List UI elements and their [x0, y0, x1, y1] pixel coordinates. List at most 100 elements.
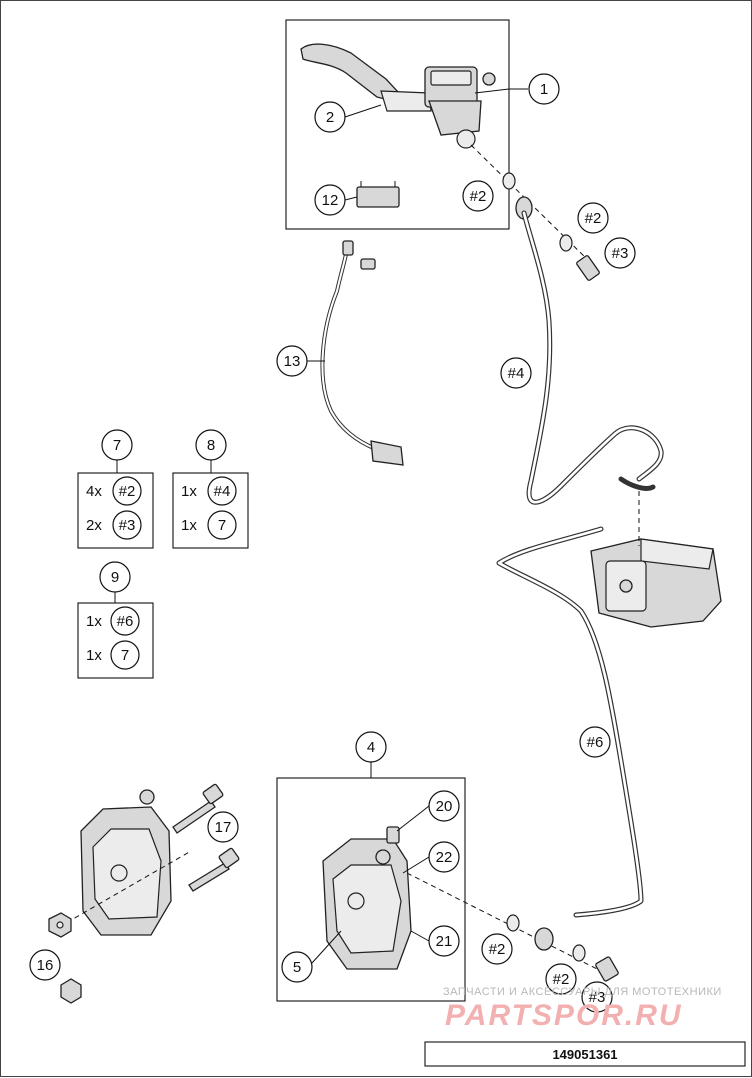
- callout-hash-2-c: #2: [481, 933, 513, 965]
- callout-2: 2: [314, 101, 346, 133]
- svg-text:4: 4: [367, 739, 375, 756]
- brake-caliper-part: [322, 826, 412, 970]
- kit-8-row-2-ref-bubble: [207, 510, 237, 540]
- kit-7-row-2-ref-bubble: [112, 510, 142, 540]
- callout-hash-6: #6: [579, 726, 611, 758]
- svg-text:#3: #3: [589, 989, 606, 1006]
- kit-7-row-1-ref: #2: [119, 483, 136, 500]
- svg-text:#6: #6: [587, 734, 604, 751]
- kit-9-row-1-qty: 1x: [86, 613, 102, 630]
- catalog-number: 149051361: [552, 1047, 617, 1062]
- watermark-tagline: ЗАПЧАСТИ И АКСЕССУАРЫ ДЛЯ МОТОТЕХНИКИ: [443, 986, 722, 998]
- kit-8-row-1-ref: #4: [214, 483, 231, 500]
- callout-22: 22: [428, 841, 460, 873]
- callout-hash-3-b: #3: [581, 981, 613, 1013]
- bolt-17-b: [188, 847, 240, 892]
- callout-4: 4: [355, 731, 387, 763]
- callout-13: 13: [276, 345, 308, 377]
- callout-hash-3-a: #3: [604, 237, 636, 269]
- svg-text:#3: #3: [612, 245, 629, 262]
- svg-text:#2: #2: [470, 188, 487, 205]
- leader-5: [311, 930, 342, 964]
- kit-9-row-2-qty: 1x: [86, 647, 102, 664]
- svg-text:#2: #2: [489, 941, 506, 958]
- washer-bottom-2: [572, 944, 586, 962]
- kit-8-row-2-ref: 7: [218, 517, 226, 534]
- loose-caliper-axis: [58, 850, 192, 928]
- abs-unit-part: [590, 491, 722, 628]
- caliper-banjo-axis: [398, 868, 612, 977]
- kit-8-row-2-qty: 1x: [181, 517, 197, 534]
- leader-1: [474, 88, 528, 94]
- callout-8: 8: [195, 429, 227, 461]
- loose-caliper-part: [80, 789, 172, 936]
- master-cylinder-part: [424, 66, 496, 149]
- master-cylinder-group-box: [285, 19, 510, 230]
- kit-8-row-1-qty: 1x: [181, 483, 197, 500]
- svg-text:16: 16: [37, 957, 54, 974]
- hose-4-part: [521, 210, 664, 505]
- callout-20: 20: [428, 790, 460, 822]
- kit-7-box: [77, 472, 154, 549]
- callout-9: 9: [99, 561, 131, 593]
- kit-8-box: [172, 472, 249, 549]
- kit-7-row-2-qty: 2x: [86, 517, 102, 534]
- leader-2: [344, 104, 382, 118]
- svg-text:7: 7: [113, 437, 121, 454]
- kit-9-row-1-ref: #6: [117, 613, 134, 630]
- kit-9-row-1-ref-bubble: [110, 606, 140, 636]
- callout-1: 1: [528, 73, 560, 105]
- callout-7: 7: [101, 429, 133, 461]
- svg-text:5: 5: [293, 959, 301, 976]
- callout-16: 16: [29, 949, 61, 981]
- svg-text:17: 17: [215, 819, 232, 836]
- banjo-bolt-bottom: [595, 956, 619, 982]
- callout-17: 17: [207, 811, 239, 843]
- callout-5: 5: [281, 951, 313, 983]
- catalog-number-box: [424, 1041, 746, 1067]
- washer-top-2: [559, 234, 573, 252]
- leader-20: [396, 805, 430, 832]
- nut-16-b: [60, 978, 82, 1004]
- washer-bottom-1: [506, 914, 520, 932]
- callout-hash-2-a: #2: [462, 180, 494, 212]
- kit-9-row-2-ref-bubble: [110, 640, 140, 670]
- kit-7-row-2-ref: #3: [119, 517, 136, 534]
- kit-7-row-1-ref-bubble: [112, 476, 142, 506]
- svg-text:9: 9: [111, 569, 119, 586]
- banjo-bottom: [534, 927, 554, 951]
- svg-text:2: 2: [326, 109, 334, 126]
- hose-6-part: [496, 526, 644, 918]
- leader-21: [410, 930, 430, 942]
- svg-text:1: 1: [540, 81, 548, 98]
- kit-8-row-1-ref-bubble: [207, 476, 237, 506]
- banjo-bolt-top: [576, 255, 600, 281]
- leader-12: [344, 196, 358, 201]
- wheel-speed-sensor-wire-part: [320, 240, 404, 466]
- callout-hash-2-b: #2: [577, 202, 609, 234]
- kit-9-row-2-ref: 7: [121, 647, 129, 664]
- callout-hash-2-d: #2: [545, 963, 577, 995]
- brake-lever-part: [300, 43, 432, 112]
- sensor-12-part: [356, 181, 400, 208]
- svg-text:#4: #4: [508, 365, 525, 382]
- washer-top-1: [502, 172, 516, 190]
- watermark-logo: PARTSPOR.RU: [445, 999, 683, 1032]
- svg-text:20: 20: [436, 798, 453, 815]
- kit-7-row-1-qty: 4x: [86, 483, 102, 500]
- svg-text:13: 13: [284, 353, 301, 370]
- callout-hash-4: #4: [500, 357, 532, 389]
- svg-text:#2: #2: [585, 210, 602, 227]
- leader-22: [402, 856, 430, 874]
- bolt-17-a: [172, 783, 224, 834]
- nut-16-a: [48, 912, 72, 938]
- kit-9-box: [77, 602, 154, 679]
- svg-text:21: 21: [436, 933, 453, 950]
- callout-12: 12: [314, 184, 346, 216]
- svg-text:12: 12: [322, 192, 339, 209]
- svg-text:8: 8: [207, 437, 215, 454]
- svg-text:#2: #2: [553, 971, 570, 988]
- svg-text:22: 22: [436, 849, 453, 866]
